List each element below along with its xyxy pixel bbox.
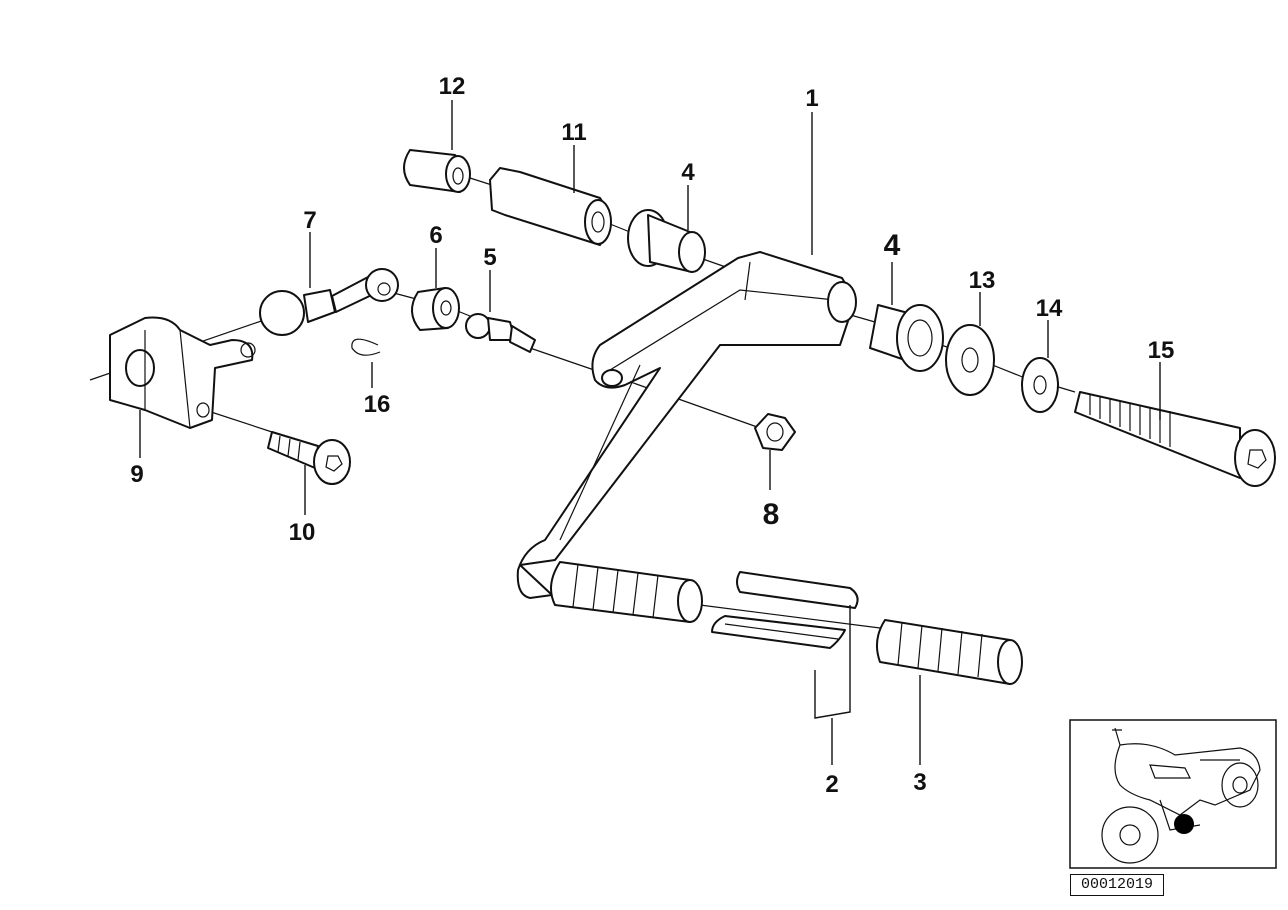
callout-7: 7: [303, 207, 316, 234]
clamp-bolt-10: [267, 431, 351, 485]
callout-4-right: 4: [884, 229, 901, 262]
callout-9: 9: [130, 461, 143, 488]
callout-15: 15: [1148, 337, 1175, 364]
callout-4-upper: 4: [681, 159, 695, 186]
callout-12: 12: [439, 73, 466, 100]
shift-lever-arm: [516, 251, 857, 599]
callout-13: 13: [969, 267, 996, 294]
callout-14: 14: [1036, 295, 1063, 322]
callout-2: 2: [825, 771, 838, 798]
callout-labels: 1 2 3 4 4 5 6 7 8 9 10 11 12 13 14 15 16: [130, 73, 1174, 798]
callout-3: 3: [913, 769, 926, 796]
ball-stud-5: [465, 313, 536, 353]
pivot-tube-11: [489, 167, 612, 246]
callout-11: 11: [561, 119, 586, 146]
callout-16: 16: [364, 391, 391, 418]
circlip-16: [351, 338, 381, 356]
bushing-sleeve-12: [403, 149, 471, 193]
washer-13: [945, 324, 995, 396]
location-marker-dot: [1174, 814, 1194, 834]
spacer-6: [411, 287, 460, 331]
hex-nut-8: [754, 413, 796, 451]
lever-footrest-rubber: [550, 561, 703, 623]
grip-sleeve-halves: [711, 571, 859, 649]
callout-8: 8: [763, 498, 780, 531]
callout-6: 6: [429, 222, 442, 249]
assembly-axis-lines: [89, 177, 1076, 629]
motorcycle-locator-inset: [1069, 719, 1277, 869]
callout-10: 10: [289, 519, 316, 546]
callout-5: 5: [483, 244, 496, 271]
callout-leader-lines: [139, 100, 1161, 765]
shift-linkage-rod-7: [259, 268, 399, 336]
clamp-lever-9: [109, 316, 256, 429]
washer-14: [1021, 357, 1059, 413]
reference-number: 00012019: [1070, 874, 1164, 896]
flange-bushing-right: [869, 304, 944, 372]
hex-socket-bolt-15: [1074, 391, 1276, 487]
callout-1: 1: [805, 85, 818, 112]
flange-bushing-upper: [627, 209, 706, 273]
footrest-rubber: [875, 619, 1023, 685]
